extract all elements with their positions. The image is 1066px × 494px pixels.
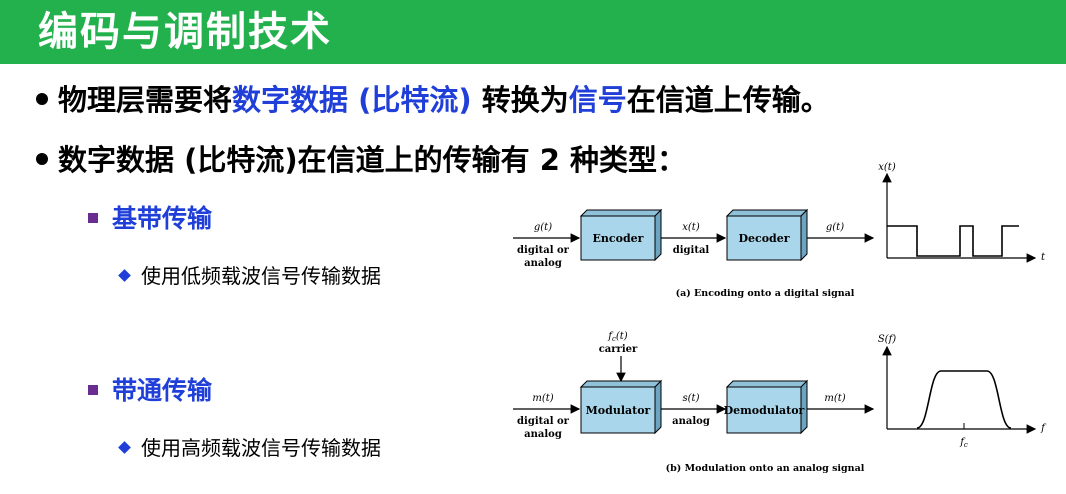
bullet1-text-pre: 物理层需要将 [58, 83, 233, 117]
bullet-dot [36, 93, 48, 105]
bullet1-text-post: 在信道上传输。 [626, 83, 830, 117]
bullet2-text: 数字数据 (比特流)在信道上的传输有 2 种类型： [58, 143, 686, 177]
carrier-signal-label: fc(t) [607, 331, 628, 343]
output-signal-label: g(t) [826, 222, 844, 233]
passband-heading: 带通传输 [88, 374, 212, 408]
baseband-detail: 使用低频载波信号传输数据 [118, 262, 381, 290]
passband-heading-text: 带通传输 [112, 376, 213, 405]
diamond-bullet-icon [118, 441, 131, 454]
passband-detail-text: 使用高频载波信号传输数据 [141, 436, 381, 460]
bullet-physical-layer: 物理层需要将数字数据 (比特流) 转换为信号在信道上传输。 [36, 80, 830, 120]
caption-a: (a) Encoding onto a digital signal [676, 288, 855, 299]
passband-detail: 使用高频载波信号传输数据 [118, 434, 381, 462]
plot-xlabel: t [1041, 252, 1046, 263]
plot-ylabel: x(t) [878, 162, 896, 173]
input-signal-label: g(t) [534, 222, 552, 233]
demodulator-label: Demodulator [724, 404, 805, 417]
diagram-modulation: fc(t) carrier m(t) digital or analog Mod… [513, 331, 1047, 474]
bullet1-highlight-data: 数字数据 (比特流) [232, 83, 472, 117]
decoder-label: Decoder [738, 232, 789, 245]
caption-b: (b) Modulation onto an analog signal [666, 463, 865, 474]
demodulator-box: Demodulator [724, 379, 809, 435]
encoder-label: Encoder [593, 232, 644, 245]
spectrum-plot: S(f) f fc [878, 334, 1047, 449]
carrier-label: carrier [599, 344, 638, 355]
mid-signal-label: x(t) [682, 222, 700, 233]
input-desc-line1: digital or [517, 245, 570, 256]
baseband-detail-text: 使用低频载波信号传输数据 [141, 264, 381, 288]
encoder-box: Encoder [579, 208, 663, 262]
diamond-bullet-icon [118, 269, 131, 282]
baseband-heading-text: 基带传输 [112, 204, 213, 233]
mid-desc-label: digital [673, 245, 710, 256]
decoder-box: Decoder [725, 208, 809, 262]
digital-waveform-plot: x(t) t [878, 162, 1046, 263]
bullet-two-types: 数字数据 (比特流)在信道上的传输有 2 种类型： [36, 140, 686, 180]
mid-desc-label: analog [672, 416, 710, 427]
bullet1-highlight-signal: 信号 [568, 83, 627, 117]
square-bullet-icon [88, 385, 98, 395]
input-desc-line2: analog [524, 258, 562, 269]
input-desc-line1: digital or [517, 416, 570, 427]
slide-title: 编码与调制技术 [38, 9, 332, 55]
baseband-heading: 基带传输 [88, 202, 212, 236]
digital-waveform [887, 225, 1019, 257]
center-frequency-label: fc [959, 437, 968, 449]
modulator-label: Modulator [586, 404, 651, 417]
input-signal-label: m(t) [532, 393, 553, 404]
bullet-dot [36, 153, 48, 165]
square-bullet-icon [88, 213, 98, 223]
plot-xlabel: f [1040, 423, 1047, 434]
spectrum-curve [916, 370, 1012, 429]
modulator-box: Modulator [579, 379, 663, 435]
output-signal-label: m(t) [824, 393, 845, 404]
bullet1-text-mid: 转换为 [471, 83, 569, 117]
diagram-encoding: g(t) digital or analog Encoder x(t) digi… [513, 162, 1046, 299]
plot-ylabel: S(f) [878, 334, 896, 345]
input-desc-line2: analog [524, 429, 562, 440]
mid-signal-label: s(t) [683, 393, 700, 404]
title-bar: 编码与调制技术 [0, 0, 1066, 64]
